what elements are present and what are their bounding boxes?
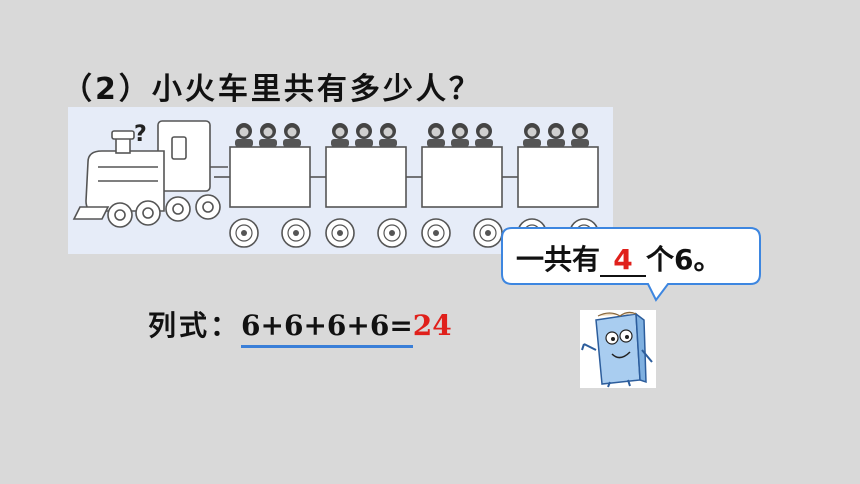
wheel-hub xyxy=(485,230,491,236)
passenger-body xyxy=(523,139,541,147)
passenger-face xyxy=(383,127,393,137)
wheel-hub xyxy=(241,230,247,236)
wheel-rim xyxy=(383,224,401,242)
formula-expression: 6+6+6+6= xyxy=(241,309,413,348)
passenger xyxy=(451,123,469,147)
passenger-face xyxy=(335,127,345,137)
question-title: （2）小火车里共有多少人？ xyxy=(62,72,482,107)
book-mascot xyxy=(580,310,656,388)
car-body xyxy=(517,146,599,208)
car-body xyxy=(421,146,503,208)
passenger xyxy=(283,123,301,147)
passenger-face xyxy=(431,127,441,137)
expression-text: 6+6+6+6= xyxy=(241,309,413,342)
passenger xyxy=(379,123,397,147)
passenger-face xyxy=(455,127,465,137)
passenger xyxy=(259,123,277,147)
passenger-face xyxy=(479,127,489,137)
passenger-body xyxy=(451,139,469,147)
wheel-hub xyxy=(337,230,343,236)
passenger xyxy=(331,123,349,147)
passenger-body xyxy=(547,139,565,147)
passenger-face xyxy=(263,127,273,137)
passenger-body xyxy=(427,139,445,147)
formula-result: 24 xyxy=(412,309,452,342)
wheel-rim xyxy=(479,224,497,242)
passenger-body xyxy=(283,139,301,147)
passenger-body xyxy=(475,139,493,147)
train-car xyxy=(214,123,311,248)
passenger-body xyxy=(331,139,349,147)
bubble-prefix: 一共有 xyxy=(516,243,601,276)
passenger xyxy=(355,123,373,147)
book-mascot-icon xyxy=(581,311,653,388)
passenger-face xyxy=(239,127,249,137)
passenger xyxy=(235,123,253,147)
passenger xyxy=(427,123,445,147)
passenger xyxy=(523,123,541,147)
passenger-face xyxy=(551,127,561,137)
train-car xyxy=(406,123,503,248)
passenger-body xyxy=(379,139,397,147)
bubble-suffix: 个6。 xyxy=(646,243,722,276)
formula-label: 列式： xyxy=(148,309,242,342)
passenger-face xyxy=(287,127,297,137)
train-car xyxy=(310,123,407,248)
wheel-rim xyxy=(235,224,253,242)
formula-line: 列式：6+6+6+6=24 xyxy=(148,304,452,348)
question-mark: ? xyxy=(134,122,147,147)
passenger xyxy=(571,123,589,147)
passenger-body xyxy=(235,139,253,147)
wheel-hub xyxy=(433,230,439,236)
bubble-shape xyxy=(501,227,761,302)
passenger-face xyxy=(527,127,537,137)
passenger xyxy=(547,123,565,147)
passenger-body xyxy=(355,139,373,147)
wheel-hub xyxy=(293,230,299,236)
wheel-rim xyxy=(427,224,445,242)
chimney-top xyxy=(111,130,135,140)
locomotive xyxy=(72,120,228,228)
car-body xyxy=(325,146,407,208)
expression-underline xyxy=(241,345,413,348)
cow-catcher xyxy=(72,206,110,220)
cab-window xyxy=(171,136,187,160)
answer-blank: 4 xyxy=(600,245,647,277)
passenger-face xyxy=(359,127,369,137)
wheel-rim xyxy=(331,224,349,242)
wheel-hub xyxy=(389,230,395,236)
passenger-body xyxy=(259,139,277,147)
passenger xyxy=(475,123,493,147)
wheel-rim xyxy=(287,224,305,242)
passenger-body xyxy=(571,139,589,147)
passenger-face xyxy=(575,127,585,137)
car-body xyxy=(229,146,311,208)
